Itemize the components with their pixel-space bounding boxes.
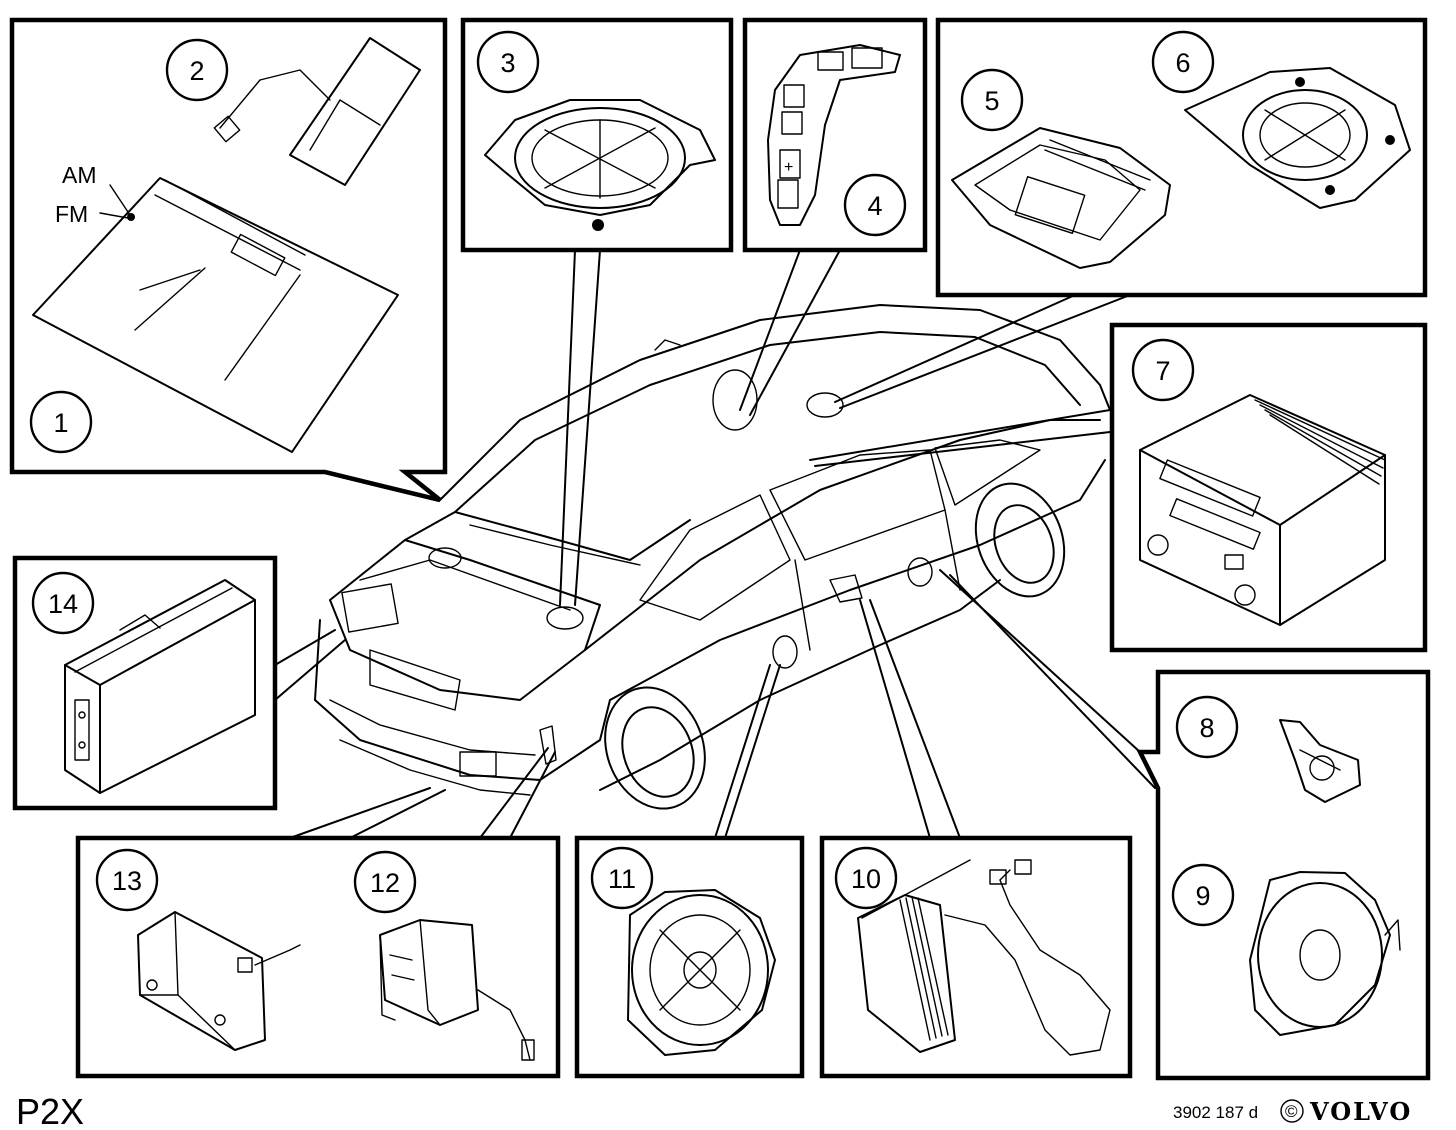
box-steering-controls: + 4 [742,17,928,253]
windshield-glass [32,177,399,453]
callout-10-circle [834,846,898,910]
callout-1-circle [29,390,93,454]
callout-3: 3 [500,48,515,78]
box-headliner-speakers: 5 6 [935,17,1428,298]
page-code: P2X [16,1091,84,1130]
callout-5-circle [960,68,1024,132]
copyright-circle [1280,1099,1304,1123]
callout-13-circle [95,848,159,912]
antenna-amplifier [289,37,421,186]
figure-code: 3902 187 d [1173,1103,1258,1122]
car-illustration [314,304,1111,810]
box-cd-changer: 14 [12,555,278,811]
box-front-door-speaker: 11 [574,835,805,1079]
callout-2: 2 [189,56,204,86]
callout-11-circle [590,846,654,910]
brand-logo: VOLVO [1309,1097,1412,1126]
callout-5: 5 [984,86,999,116]
callout-10: 10 [851,864,881,894]
callout-6: 6 [1175,48,1190,78]
box-control-modules: 13 12 [75,835,561,1079]
callout-4-circle [843,173,907,237]
callout-14-circle [31,571,95,635]
box-door-speakers: 8 9 [1136,669,1431,1081]
box-head-unit: 7 [1109,322,1428,653]
callout-7: 7 [1155,356,1170,386]
copyright-symbol: © [1285,1102,1298,1121]
callout-1: 1 [53,408,68,438]
callout-14: 14 [48,589,78,619]
callout-2-circle [165,38,229,102]
svg-text:+: + [784,159,793,176]
callout-6-circle [1151,30,1215,94]
box-dash-speaker: 3 [460,17,734,253]
callout-12: 12 [370,868,400,898]
callout-4: 4 [867,191,882,221]
box-amplifier: 10 [819,835,1133,1079]
callout-12-circle [353,850,417,914]
callout-11: 11 [608,864,636,894]
callout-9-circle [1171,863,1235,927]
callout-3-circle [476,30,540,94]
callout-7-circle [1131,338,1195,402]
callout-9: 9 [1195,881,1210,911]
callout-13: 13 [112,866,142,896]
callout-8: 8 [1199,713,1214,743]
am-label: AM [62,162,97,188]
callout-8-circle [1175,695,1239,759]
box-windscreen-antenna: AM FM 1 2 [9,17,448,503]
fm-label: FM [55,201,88,227]
